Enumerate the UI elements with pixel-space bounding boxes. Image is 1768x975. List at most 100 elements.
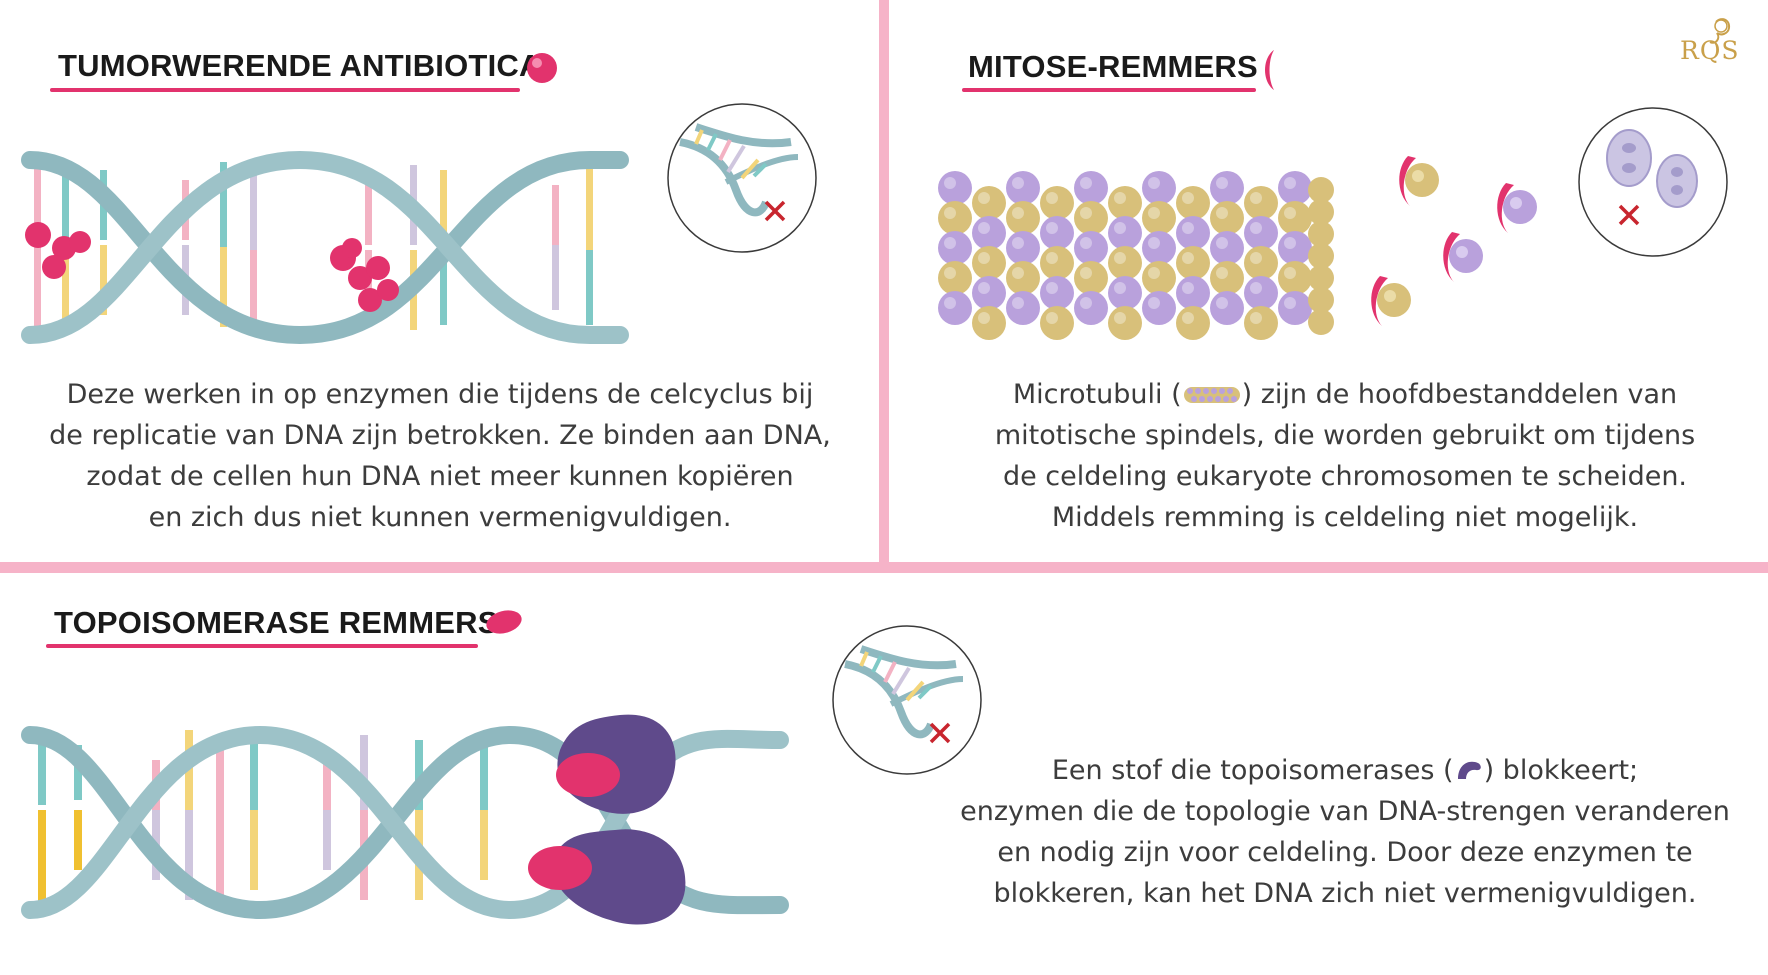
tubulin-subunit [1210,291,1244,325]
text-line: enzymen die de topologie van DNA-strenge… [960,796,1730,827]
dna-topoisomerase-illustration [21,714,789,925]
tubulin-subunit [1210,261,1244,295]
tubulin-subunit [1308,287,1334,313]
tubulin-subunit [1244,216,1278,250]
red-x-mark [1618,204,1640,226]
red-x-mark [929,722,951,744]
title-underline [46,644,478,648]
tubulin-subunit [1108,306,1142,340]
tubulin-subunit [1308,243,1334,269]
tubulin-subunit [1278,171,1312,205]
tubulin-subunit [938,261,972,295]
tubulin-subunit [1308,177,1334,203]
tubulin-subunit [938,171,972,205]
tubulin-subunit [1278,261,1312,295]
tubulin-subunit [1176,186,1210,220]
text-line: de replicatie van DNA zijn betrokken. Ze… [49,420,831,451]
horizontal-divider [0,562,1768,573]
tubulin-subunit [1244,246,1278,280]
tubulin-subunit [1244,186,1278,220]
tubulin-subunit [1108,246,1142,280]
text-fragment: ) blokkeert; [1483,755,1639,786]
title-underline [962,88,1256,92]
dna-helix-illustration [21,150,629,345]
text-line: zodat de cellen hun DNA niet meer kunnen… [86,461,794,492]
tubulin-subunit [1142,261,1176,295]
tubulin-subunit [1308,221,1334,247]
logo-text: RQS [1680,36,1740,65]
tubulin-subunit [972,306,1006,340]
no-cell-division-icon [1578,107,1728,257]
tubulin-subunit [972,276,1006,310]
tubulin-subunit [1108,276,1142,310]
panel-title-topoisomerase: TOPOISOMERASE REMMERS [54,605,499,640]
tubulin-subunit [1176,276,1210,310]
tubulin-dimers-with-inhibitors [1371,156,1537,326]
tubulin-subunit [1176,216,1210,250]
tubulin-subunit [1142,171,1176,205]
tubulin-subunit [1074,261,1108,295]
tubulin-subunit [938,291,972,325]
base-pairs [38,730,488,905]
text-line: mitotische spindels, die worden gebruikt… [994,420,1696,451]
tubulin-subunit [938,231,972,265]
tubulin-subunit [1040,186,1074,220]
text-line: blokkeren, kan het DNA zich niet vermeni… [993,878,1697,909]
tubulin-subunit [938,201,972,235]
tubulin-subunit [1308,265,1334,291]
brand-logo: RQS [1676,14,1756,74]
tubulin-subunit [1142,291,1176,325]
tubulin-subunit [1074,171,1108,205]
tubulin-subunit [1176,246,1210,280]
inhibited-dimer [1497,183,1537,233]
text-line: en nodig zijn voor celdeling. Door deze … [997,837,1693,868]
text-line: en zich dus niet kunnen vermenigvuldigen… [148,502,732,533]
vertical-divider [879,0,889,562]
title-underline [50,88,520,92]
pink-oval-icon [486,610,522,634]
tubulin-subunit [1040,246,1074,280]
tubulin-subunit [1308,309,1334,335]
tubulin-subunit [1006,291,1040,325]
tubulin-subunit [1074,201,1108,235]
tubulin-subunit [1210,231,1244,265]
tubulin-subunit [1278,231,1312,265]
tubulin-subunit [1176,306,1210,340]
tubulin-subunit [1278,291,1312,325]
tubulin-subunit [1142,231,1176,265]
microtubule-illustration [938,171,1334,340]
antibiotic-molecules [25,222,399,312]
tubulin-subunit [972,186,1006,220]
text-line: Een stof die topoisomerases ( ) blokkeer… [925,750,1765,791]
inhibited-dimer [1371,276,1411,326]
tubulin-subunit [1006,171,1040,205]
no-replication-icon [832,625,982,775]
text-fragment: ) zijn de hoofdbestanddelen van [1241,379,1678,410]
tubulin-subunit [1210,201,1244,235]
topoisomerase-description: Een stof die topoisomerases ( ) blokkeer… [925,750,1765,914]
tubulin-subunit [1040,216,1074,250]
panel-title-mitosis: MITOSE-REMMERS [968,49,1258,84]
red-x-mark [764,200,786,222]
inhibited-dimer [1443,232,1483,282]
text-line: de celdeling eukaryote chromosomen te sc… [1002,461,1688,492]
tubulin-subunit [1308,199,1334,225]
pink-circle-icon [527,53,557,83]
mitosis-description: Microtubuli ( ) zijn de hoofdbestanddele… [950,374,1740,538]
tubulin-subunit [1142,201,1176,235]
text-line: Middels remming is celdeling niet mogeli… [1051,502,1639,533]
inhibited-dimer [1399,156,1439,206]
no-replication-icon [667,103,817,253]
pink-crescent-icon [1265,50,1274,90]
tubulin-subunit [1210,171,1244,205]
panel-title-antibiotics: TUMORWERENDE ANTIBIOTICA [58,48,542,83]
text-line: Microtubuli ( ) zijn de hoofdbestanddele… [950,374,1740,415]
tubulin-subunit [1074,291,1108,325]
tubulin-subunit [1244,306,1278,340]
lion-crest-icon [1709,18,1731,44]
tubulin-subunit [972,246,1006,280]
tubulin-subunit [972,216,1006,250]
tubulin-subunit [1040,276,1074,310]
tubulin-subunit [1108,216,1142,250]
tubulin-subunit [1006,201,1040,235]
